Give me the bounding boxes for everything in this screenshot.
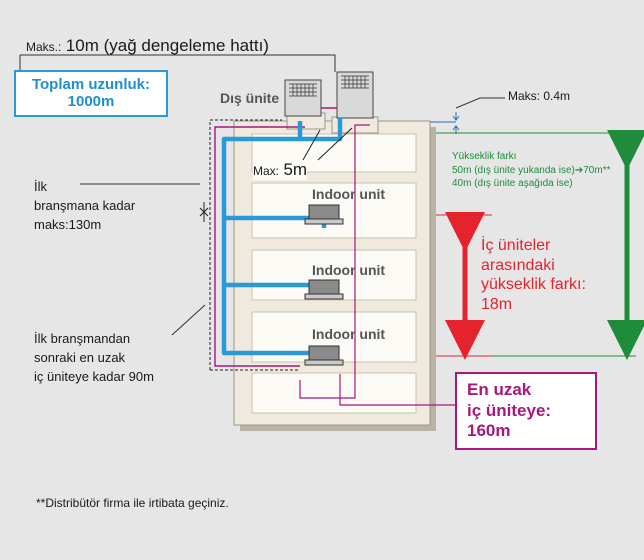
indoor-unit-label-1: Indoor unit: [312, 186, 386, 202]
outdoor-unit-right: [336, 71, 374, 119]
first-branch-dashed: [209, 119, 282, 370]
after-branch-text: İlk branşmandan sonraki en uzak iç ünite…: [34, 330, 154, 387]
first-branch-marker: [199, 202, 209, 222]
farthest-path-magenta: [214, 126, 305, 367]
max-04-leader: [455, 97, 505, 109]
outdoor-unit-left: [284, 79, 322, 117]
indoor-unit-2: [304, 279, 344, 300]
first-branch-line1: İlk: [34, 179, 47, 194]
indoor-unit-3: [304, 345, 344, 366]
first-branch-line3: maks:130m: [34, 216, 102, 232]
farthest-path-magenta-b: [299, 124, 370, 399]
oil-line-label: Maks.: 10m (yağ dengeleme hattı): [26, 36, 269, 56]
total-length-line2: 1000m: [67, 93, 115, 111]
farthest-unit-box: En uzak iç üniteye: 160m: [455, 372, 597, 451]
height-diff-text: Yükseklik farkı 50m (dış ünite yukanda i…: [452, 150, 610, 191]
oil-line-bracket: [20, 54, 336, 72]
max-5m-prefix: Max:: [253, 164, 280, 178]
outdoor-label: Dış ünite: [220, 90, 280, 106]
farthest-line3: 160m: [467, 421, 511, 441]
indoor-unit-1: [304, 204, 344, 225]
main-pipe: [221, 121, 321, 356]
indoor-height-line1: İç üniteler: [481, 237, 551, 254]
footnote: **Distribütör firma ile irtibata geçiniz…: [36, 496, 229, 510]
after-branch-leader: [171, 304, 206, 336]
indoor-height-line3: yükseklik farkı:: [481, 276, 586, 294]
max-04-arrow-top: [452, 112, 460, 121]
farthest-line2: iç üniteye:: [467, 400, 552, 420]
oil-line-prefix: Maks.:: [26, 40, 62, 54]
indoor-unit-label-3: Indoor unit: [312, 326, 386, 342]
max-04-label: Maks: 0.4m: [508, 89, 571, 103]
indoor-height-text: İç üniteler arasındaki yükseklik farkı: …: [481, 236, 586, 314]
after-branch-line2: sonraki en uzak: [34, 349, 126, 365]
first-branch-line2: branşmana kadar: [34, 197, 136, 213]
total-length-line1: Toplam uzunluk:: [31, 76, 151, 93]
height-diff-line1-tail: 70m**: [583, 164, 611, 176]
total-length-box: Toplam uzunluk: 1000m: [14, 70, 168, 117]
indoor-height-line2: arasındaki: [481, 256, 555, 274]
height-diff-title: Yükseklik farkı: [452, 151, 517, 162]
oil-line-text: 10m (yağ dengeleme hattı): [65, 36, 269, 55]
height-diff-line2: 40m (dış ünite aşağıda ise): [452, 178, 573, 189]
height-diff-line1-text: 50m (dış ünite yukanda ise): [452, 164, 575, 176]
after-branch-line3: iç üniteye kadar 90m: [34, 368, 154, 384]
max-5m-label: Max: 5m: [253, 160, 308, 181]
arrow-right-icon: ➔: [574, 164, 584, 176]
farthest-line1: En uzak: [467, 380, 532, 399]
indoor-height-line4: 18m: [481, 295, 513, 313]
first-branch-text: İlk branşmana kadar maks:130m: [34, 178, 135, 235]
farthest-leader: [339, 374, 455, 406]
max-5m-value: 5m: [283, 160, 308, 179]
max-5m-leaders: [302, 127, 353, 161]
after-branch-line1: İlk branşmandan: [34, 331, 131, 346]
indoor-unit-label-2: Indoor unit: [312, 262, 386, 278]
height-diff-line1: 50m (dış ünite yukanda ise)➔70m**: [452, 164, 610, 178]
